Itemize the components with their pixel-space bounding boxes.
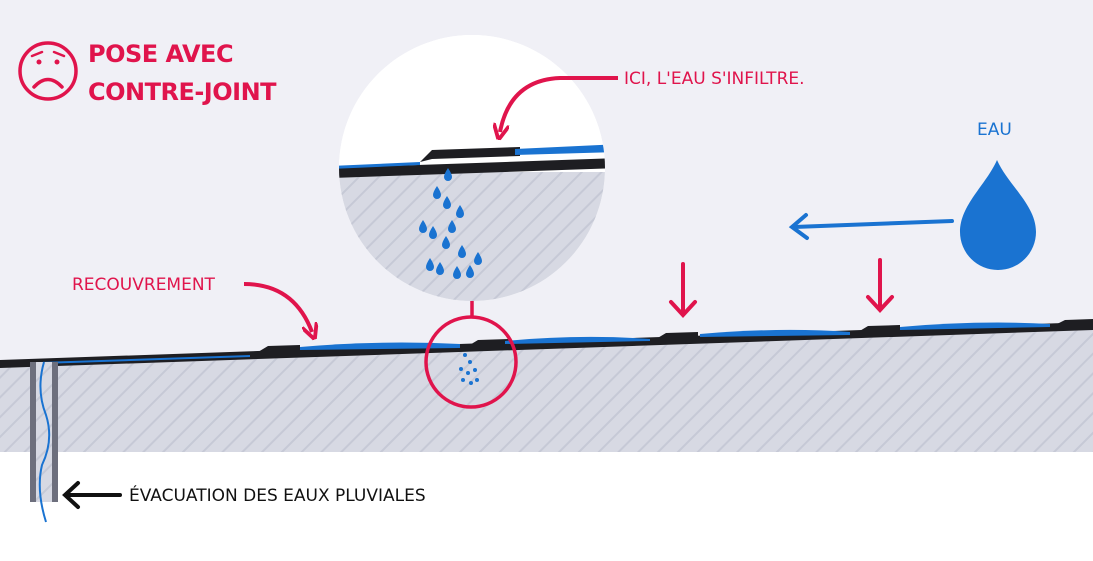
drainage-label: ÉVACUATION DES EAUX PLUVIALES xyxy=(129,484,426,506)
infiltration-label: ICI, L'EAU S'INFILTRE. xyxy=(624,69,805,89)
drainage-arrow xyxy=(62,481,122,509)
sad-face-icon xyxy=(18,41,78,101)
rain-arrow-2 xyxy=(866,258,894,313)
overlap-arrow xyxy=(243,282,312,332)
rain-arrow-1 xyxy=(669,262,697,318)
water-label: EAU xyxy=(977,120,1012,140)
overlap-label: RECOUVREMENT xyxy=(72,275,216,295)
zoom-detail xyxy=(339,35,605,301)
water-flow-arrow xyxy=(788,213,954,240)
title-line-2: CONTRE-JOINT xyxy=(88,78,277,106)
water-layer xyxy=(40,322,1050,364)
infiltration-spot xyxy=(424,315,518,409)
drain-pipe xyxy=(30,361,58,523)
water-drop-icon xyxy=(960,160,1036,270)
title-line-1: POSE AVEC xyxy=(88,40,233,68)
infiltration-arrow xyxy=(500,76,618,132)
infiltration-drops xyxy=(419,168,482,279)
